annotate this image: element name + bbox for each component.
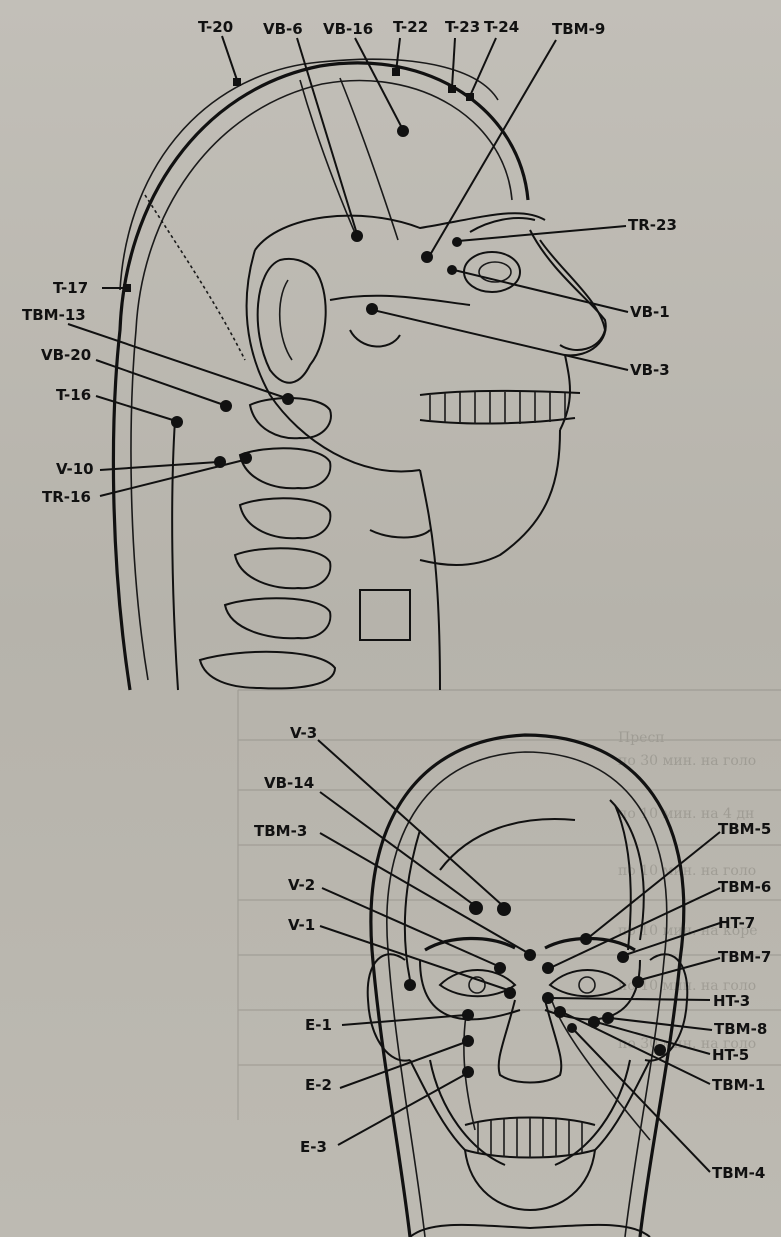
point-marker bbox=[497, 902, 511, 916]
label-HT-3: HT-3 bbox=[713, 992, 750, 1010]
label-TBM-3: TBM-3 bbox=[254, 822, 307, 840]
label-E-2: E-2 bbox=[305, 1076, 332, 1094]
label-TBM-1: TBM-1 bbox=[712, 1076, 765, 1094]
label-TBM-6: TBM-6 bbox=[718, 878, 771, 896]
leader-line bbox=[320, 792, 474, 905]
point-marker bbox=[580, 933, 592, 945]
point-marker bbox=[504, 987, 516, 999]
leader-line bbox=[550, 998, 710, 1000]
point-marker bbox=[469, 901, 483, 915]
label-E-1: E-1 bbox=[305, 1016, 332, 1034]
label-V-2: V-2 bbox=[288, 876, 315, 894]
leader-line bbox=[342, 1015, 466, 1025]
point-marker bbox=[494, 962, 506, 974]
label-TBM-4: TBM-4 bbox=[712, 1164, 765, 1182]
label-HT-5: HT-5 bbox=[712, 1046, 749, 1064]
point-marker bbox=[617, 951, 629, 963]
point-marker bbox=[462, 1035, 474, 1047]
point-marker bbox=[654, 1044, 666, 1056]
point-marker bbox=[404, 979, 416, 991]
leader-line bbox=[625, 923, 720, 955]
point-marker bbox=[567, 1023, 577, 1033]
label-TBM-8: TBM-8 bbox=[714, 1020, 767, 1038]
point-marker bbox=[462, 1066, 474, 1078]
leader-line bbox=[340, 1042, 466, 1088]
point-marker bbox=[542, 962, 554, 974]
point-marker bbox=[632, 976, 644, 988]
point-marker bbox=[602, 1012, 614, 1024]
point-marker bbox=[542, 992, 554, 1004]
point-marker bbox=[554, 1006, 566, 1018]
label-E-3: E-3 bbox=[300, 1138, 327, 1156]
point-marker bbox=[462, 1009, 474, 1021]
label-VB-14: VB-14 bbox=[264, 774, 314, 792]
leader-line bbox=[338, 1074, 466, 1145]
leader-line bbox=[318, 740, 502, 905]
label-V-1: V-1 bbox=[288, 916, 315, 934]
label-V-3: V-3 bbox=[290, 724, 317, 742]
point-marker bbox=[524, 949, 536, 961]
label-TBM-7: TBM-7 bbox=[718, 948, 771, 966]
leader-line bbox=[640, 958, 720, 980]
label-TBM-5: TBM-5 bbox=[718, 820, 771, 838]
leader-line bbox=[320, 833, 528, 953]
leader-line bbox=[588, 832, 720, 938]
leader-line bbox=[610, 1018, 712, 1030]
label-HT-7: HT-7 bbox=[718, 914, 755, 932]
leader-line bbox=[322, 888, 498, 966]
